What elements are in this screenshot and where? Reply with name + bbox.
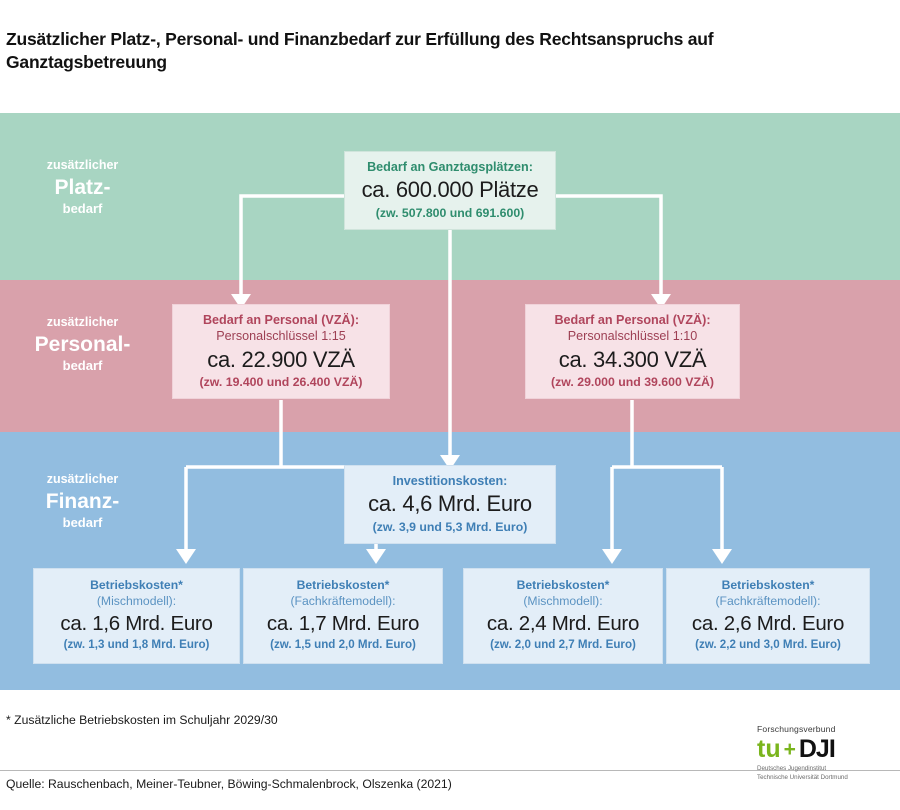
node-head-bold: Ganztagsplätzen <box>428 160 529 174</box>
node-subhead: (Fachkräftemodell): <box>715 593 821 608</box>
node-value: ca. 1,6 Mrd. Euro <box>60 611 213 635</box>
node-value: ca. 600.000 Plätze <box>361 177 539 203</box>
node-ganztagsplaetze: Bedarf an Ganztagsplätzen: ca. 600.000 P… <box>344 151 556 231</box>
band-label-small: zusätzlicher <box>46 158 119 172</box>
node-personalbedarf-1-15: Bedarf an Personal (VZÄ): Personalschlüs… <box>172 304 390 400</box>
node-investitionskosten: Investitionskosten: ca. 4,6 Mrd. Euro (z… <box>344 465 556 545</box>
band-label-personalbedarf: zusätzlicher Personal- bedarf <box>0 315 165 374</box>
band-label-platzbedarf: zusätzlicher Platz- bedarf <box>0 158 165 217</box>
node-head-bold: Personal (VZÄ) <box>616 313 707 327</box>
band-label-big: Personal- <box>34 332 131 356</box>
plus-icon: + <box>783 737 796 761</box>
node-subhead: (Mischmodell): <box>523 593 603 608</box>
node-value: ca. 1,7 Mrd. Euro <box>266 611 420 635</box>
source-line: Quelle: Rauschenbach, Meiner-Teubner, Bö… <box>6 777 452 791</box>
node-betriebskosten-4: Betriebskosten* (Fachkräftemodell): ca. … <box>666 568 870 664</box>
node-head: Bedarf an Personal (VZÄ): <box>202 313 360 327</box>
node-head: Bedarf an Ganztagsplätzen: <box>367 160 533 174</box>
node-personalbedarf-1-10: Bedarf an Personal (VZÄ): Personalschlüs… <box>525 304 740 400</box>
node-head-bold: Personal (VZÄ) <box>264 313 355 327</box>
band-label-sub: bedarf <box>62 514 103 530</box>
node-range: (zw. 507.800 und 691.600) <box>375 205 525 220</box>
node-range: (zw. 19.400 und 26.400 VZÄ) <box>199 375 363 390</box>
node-head-lead: Bedarf an <box>202 313 265 327</box>
node-range: (zw. 2,2 und 3,0 Mrd. Euro) <box>695 638 841 652</box>
band-label-big: Finanz- <box>45 489 120 513</box>
node-betriebskosten-2: Betriebskosten* (Fachkräftemodell): ca. … <box>243 568 443 664</box>
band-label-finanzbedarf: zusätzlicher Finanz- bedarf <box>0 472 165 531</box>
band-label-sub: bedarf <box>62 200 103 216</box>
logo-subtext-line1: Deutsches Jugendinstitut <box>757 765 827 772</box>
node-head: Betriebskosten* <box>516 578 610 592</box>
logo-forschungsverbund: Forschungsverbund tu + DJI Deutsches Jug… <box>757 724 895 783</box>
node-value: ca. 34.300 VZÄ <box>558 346 707 372</box>
node-head: Betriebskosten* <box>721 578 815 592</box>
node-value: ca. 2,6 Mrd. Euro <box>691 611 845 635</box>
node-value: ca. 4,6 Mrd. Euro <box>368 491 532 517</box>
footnote: * Zusätzliche Betriebskosten im Schuljah… <box>6 713 278 727</box>
node-head-lead: Bedarf an <box>554 313 617 327</box>
page-title: Zusätzlicher Platz-, Personal- und Finan… <box>6 29 714 73</box>
node-range: (zw. 1,3 und 1,8 Mrd. Euro) <box>63 638 210 652</box>
divider-rule <box>0 770 900 771</box>
node-head: Bedarf an Personal (VZÄ): <box>554 313 711 327</box>
band-label-small: zusätzlicher <box>46 472 119 486</box>
logo-subtext: Deutsches Jugendinstitut Technische Univ… <box>757 765 895 783</box>
node-subhead: Personalschlüssel 1:15 <box>216 329 346 344</box>
band-label-sub: bedarf <box>62 357 103 373</box>
logo-top-text: Forschungsverbund <box>757 724 836 734</box>
node-range: (zw. 1,5 und 2,0 Mrd. Euro) <box>270 638 416 652</box>
node-value: ca. 22.900 VZÄ <box>207 346 355 372</box>
node-head-lead: Bedarf an <box>367 160 429 174</box>
node-range: (zw. 3,9 und 5,3 Mrd. Euro) <box>372 519 528 534</box>
node-betriebskosten-1: Betriebskosten* (Mischmodell): ca. 1,6 M… <box>33 568 240 664</box>
node-subhead: Personalschlüssel 1:10 <box>567 329 698 344</box>
band-label-small: zusätzlicher <box>46 315 119 329</box>
logo-dji-text: DJI <box>798 734 836 763</box>
node-value: ca. 2,4 Mrd. Euro <box>486 611 640 635</box>
node-head: Investitionskosten: <box>392 474 508 488</box>
logo-subtext-line2: Technische Universität Dortmund <box>757 773 848 781</box>
logo-tu-text: tu <box>757 734 781 763</box>
band-label-big: Platz- <box>54 175 111 199</box>
node-betriebskosten-3: Betriebskosten* (Mischmodell): ca. 2,4 M… <box>463 568 663 664</box>
node-range: (zw. 29.000 und 39.600 VZÄ) <box>551 375 714 390</box>
node-subhead: (Mischmodell): <box>96 593 177 608</box>
node-head: Betriebskosten* <box>296 578 390 592</box>
logo-wordmark: tu + DJI <box>757 736 895 762</box>
node-head: Betriebskosten* <box>90 578 183 592</box>
node-range: (zw. 2,0 und 2,7 Mrd. Euro) <box>490 638 636 652</box>
node-subhead: (Fachkräftemodell): <box>290 593 396 608</box>
